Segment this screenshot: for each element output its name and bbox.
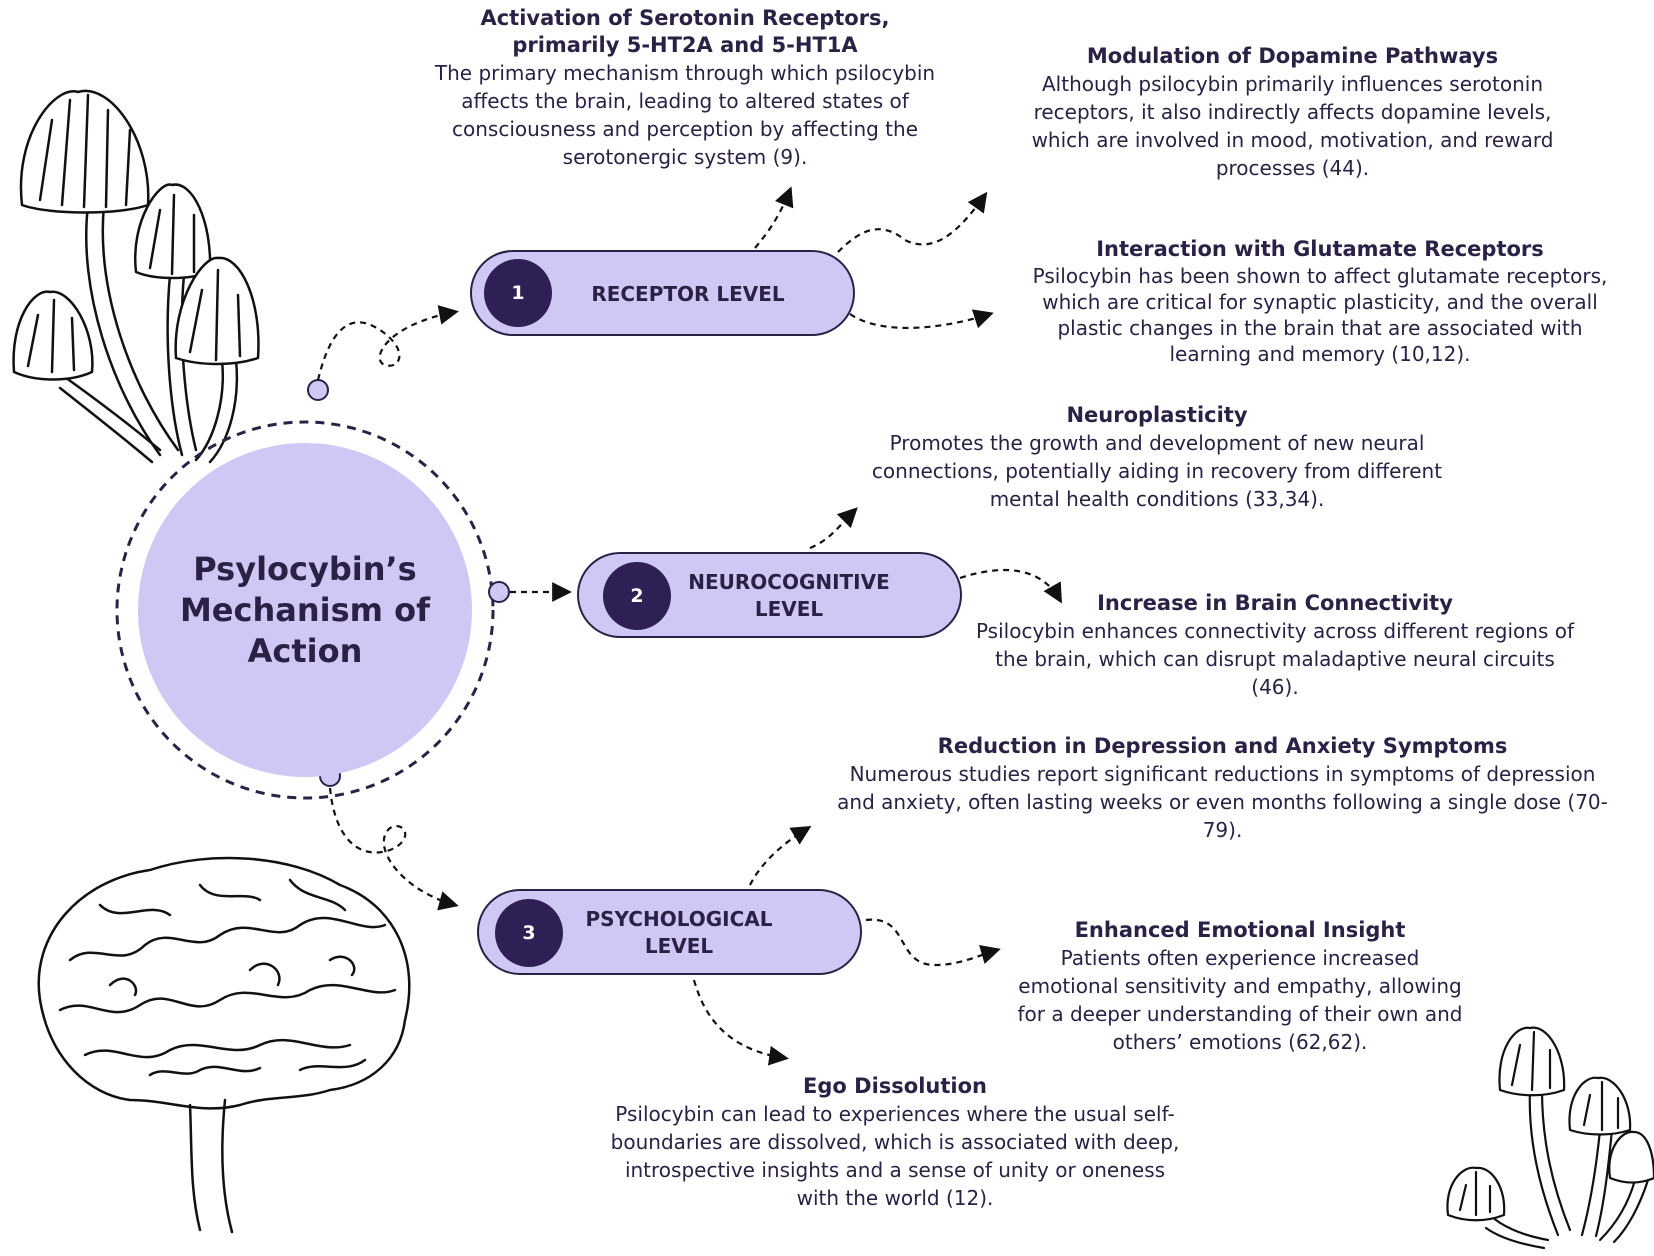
effect-title: Interaction with Glutamate Receptors bbox=[1096, 237, 1544, 261]
effect-text: The primary mechanism through which psil… bbox=[434, 61, 936, 169]
connector-dopamine bbox=[837, 191, 988, 253]
effect-title: Activation of Serotonin Receptors, prima… bbox=[480, 6, 890, 57]
effect-insight: Enhanced Emotional Insight Patients ofte… bbox=[1010, 917, 1470, 1056]
level-pill-neurocognitive: 2 NEUROCOGNITIVE LEVEL bbox=[577, 552, 962, 638]
level-label: NEUROCOGNITIVE LEVEL bbox=[688, 570, 890, 621]
level-pill-receptor: 1 RECEPTOR LEVEL bbox=[470, 250, 855, 336]
effect-text: Psilocybin has been shown to affect glut… bbox=[1032, 264, 1608, 366]
ring-node-top bbox=[307, 379, 329, 401]
connector-serotonin bbox=[754, 186, 794, 249]
effect-depression: Reduction in Depression and Anxiety Symp… bbox=[830, 733, 1615, 844]
effect-dopamine: Modulation of Dopamine Pathways Although… bbox=[1020, 43, 1565, 182]
connector-connectivity bbox=[959, 569, 1062, 604]
level-label: PSYCHOLOGICAL LEVEL bbox=[585, 907, 773, 958]
effect-text: Psilocybin enhances connectivity across … bbox=[975, 619, 1575, 699]
level-pill-psychological: 3 PSYCHOLOGICAL LEVEL bbox=[477, 889, 862, 975]
connector-to-psychological-level bbox=[328, 787, 459, 911]
connector-insight bbox=[865, 918, 1001, 967]
connector-neuroplasticity bbox=[809, 507, 858, 550]
title-circle: Psylocybin’s Mechanism of Action bbox=[138, 443, 472, 777]
effect-title: Ego Dissolution bbox=[803, 1074, 987, 1098]
mushroom-cluster-small-illustration bbox=[1446, 1026, 1654, 1250]
effect-connectivity: Increase in Brain Connectivity Psilocybi… bbox=[975, 590, 1575, 701]
effect-text: Although psilocybin primarily influences… bbox=[1031, 72, 1554, 180]
effect-text: Patients often experience increased emot… bbox=[1017, 946, 1463, 1054]
effect-text: Psilocybin can lead to experiences where… bbox=[610, 1102, 1180, 1210]
connector-ego bbox=[692, 979, 789, 1066]
connector-glutamate bbox=[849, 309, 994, 330]
brain-illustration bbox=[37, 856, 411, 1234]
level-number-badge: 2 bbox=[603, 562, 671, 630]
effect-serotonin: Activation of Serotonin Receptors, prima… bbox=[400, 5, 970, 171]
diagram-title: Psylocybin’s Mechanism of Action bbox=[179, 549, 431, 670]
level-number-badge: 3 bbox=[495, 899, 563, 967]
effect-title: Modulation of Dopamine Pathways bbox=[1086, 44, 1499, 68]
connector-to-receptor-level bbox=[316, 305, 459, 381]
title-dashed-ring bbox=[115, 420, 495, 800]
effect-title: Enhanced Emotional Insight bbox=[1074, 918, 1406, 942]
effect-title: Neuroplasticity bbox=[1066, 403, 1248, 427]
effect-text: Promotes the growth and development of n… bbox=[871, 431, 1443, 511]
level-label: RECEPTOR LEVEL bbox=[591, 282, 785, 306]
effect-ego: Ego Dissolution Psilocybin can lead to e… bbox=[605, 1073, 1185, 1212]
effect-neuroplasticity: Neuroplasticity Promotes the growth and … bbox=[862, 402, 1452, 513]
effect-glutamate: Interaction with Glutamate Receptors Psi… bbox=[1025, 236, 1615, 367]
level-number-badge: 1 bbox=[484, 259, 552, 327]
effect-title: Increase in Brain Connectivity bbox=[1097, 591, 1453, 615]
effect-text: Numerous studies report significant redu… bbox=[837, 762, 1608, 842]
effect-title: Reduction in Depression and Anxiety Symp… bbox=[937, 734, 1508, 758]
mushroom-cluster-illustration bbox=[12, 89, 260, 464]
connector-depression bbox=[749, 825, 812, 886]
ring-node-right bbox=[488, 581, 510, 603]
